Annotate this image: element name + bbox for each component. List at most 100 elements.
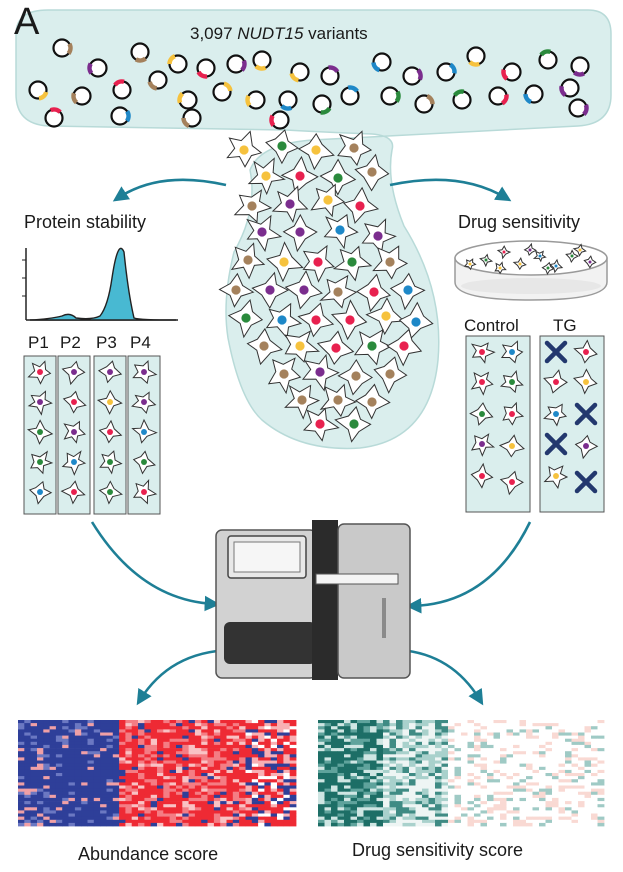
plasmid-icon <box>371 52 392 73</box>
heatmap-cell <box>188 754 196 758</box>
plasmid-icon <box>167 54 188 74</box>
heatmap-cell <box>370 819 377 824</box>
heatmap-cell <box>87 723 95 727</box>
heatmap-cell <box>376 763 384 768</box>
heatmap-cell <box>251 723 259 727</box>
heatmap-cell <box>597 744 605 749</box>
heatmap-cell <box>435 807 442 811</box>
heatmap-cell <box>396 785 403 789</box>
cell-icon <box>131 391 157 414</box>
heatmap-cell <box>239 776 246 780</box>
heatmap-cell <box>43 788 50 793</box>
heatmap-cell <box>182 785 189 789</box>
heatmap-cell <box>591 797 598 802</box>
heatmap-cell <box>506 785 514 789</box>
heatmap-cell <box>370 807 377 811</box>
heatmap-cell <box>584 822 592 827</box>
heatmap-cell <box>467 788 475 793</box>
heatmap-cell <box>220 748 227 752</box>
heatmap-cell <box>448 754 455 758</box>
heatmap-cell <box>283 794 291 799</box>
heatmap-cell <box>18 763 25 768</box>
heatmap-cell <box>213 773 221 777</box>
heatmap-cell <box>270 766 278 771</box>
heatmap-cell <box>169 816 177 821</box>
heatmap-cell <box>18 720 25 724</box>
heatmap-cell <box>337 788 345 793</box>
heatmap-cell <box>201 751 208 755</box>
heatmap-cell <box>591 720 598 724</box>
heatmap-cell <box>357 735 364 740</box>
heatmap-cell <box>357 760 364 764</box>
heatmap-cell <box>74 782 82 786</box>
heatmap-cell <box>454 766 462 771</box>
heatmap-cell <box>584 738 592 743</box>
heatmap-cell <box>565 773 572 777</box>
heatmap-cell <box>213 760 221 764</box>
heatmap-cell <box>68 822 76 827</box>
heatmap-cell <box>454 726 462 730</box>
heatmap-cell <box>532 804 540 808</box>
heatmap-cell <box>283 816 291 821</box>
heatmap-cell <box>448 819 455 824</box>
heatmap-cell <box>428 816 436 821</box>
heatmap-cell <box>138 810 145 814</box>
heatmap-cell <box>480 757 488 761</box>
heatmap-cell <box>157 801 164 805</box>
heatmap-cell <box>264 741 272 746</box>
heatmap-cell <box>245 769 253 774</box>
plasmid-icon <box>340 85 360 106</box>
heatmap-cell <box>24 748 31 752</box>
heatmap-cell <box>565 741 572 746</box>
heatmap-cell <box>324 763 332 768</box>
heatmap-cell <box>532 782 540 786</box>
cell-nucleus <box>231 285 241 295</box>
heatmap-cell <box>87 816 95 821</box>
heatmap-cell <box>55 816 63 821</box>
heatmap-cell <box>232 729 240 733</box>
heatmap-cell <box>435 760 442 764</box>
heatmap-cell <box>519 819 527 824</box>
plasmid-insert <box>501 69 509 81</box>
cell-nucleus <box>37 489 43 495</box>
heatmap-cell <box>350 763 358 768</box>
heatmap-cell <box>402 741 410 746</box>
heatmap-cell <box>415 773 423 777</box>
heatmap-cell <box>74 729 82 733</box>
heatmap-cell <box>93 732 101 736</box>
heatmap-cell <box>283 754 291 758</box>
cell-nucleus <box>385 257 395 267</box>
heatmap-cell <box>157 735 164 740</box>
heatmap-cell <box>415 754 423 758</box>
heatmap-cell <box>106 810 114 814</box>
heatmap-cell <box>526 735 533 740</box>
heatmap-cell <box>119 757 126 761</box>
heatmap-cell <box>526 741 533 746</box>
heatmap-cell <box>157 813 164 817</box>
heatmap-cell <box>18 819 25 824</box>
heatmap-cell <box>415 726 423 730</box>
heatmap-cell <box>24 732 31 736</box>
heatmap-cell <box>539 748 546 752</box>
heatmap-cell <box>112 813 120 817</box>
heatmap-cell <box>270 794 278 799</box>
heatmap-cell <box>74 735 82 740</box>
heatmap-cell <box>283 723 291 727</box>
heatmap-cell <box>226 720 234 724</box>
heatmap-cell <box>591 776 598 780</box>
heatmap-cell <box>474 760 481 764</box>
heatmap-cell <box>324 766 332 771</box>
heatmap-cell <box>448 804 455 808</box>
cell-icon <box>343 186 380 224</box>
heatmap-cell <box>487 732 494 736</box>
heatmap-cell <box>584 819 592 824</box>
heatmap-cell <box>519 773 527 777</box>
heatmap-cell <box>106 822 114 827</box>
heatmap-cell <box>461 779 468 783</box>
heatmap-cell <box>201 797 208 802</box>
cell-icon <box>271 185 309 223</box>
heatmap-cell <box>584 741 592 746</box>
heatmap-cell <box>100 766 107 771</box>
heatmap-cell <box>18 723 25 727</box>
heatmap-cell <box>467 773 475 777</box>
